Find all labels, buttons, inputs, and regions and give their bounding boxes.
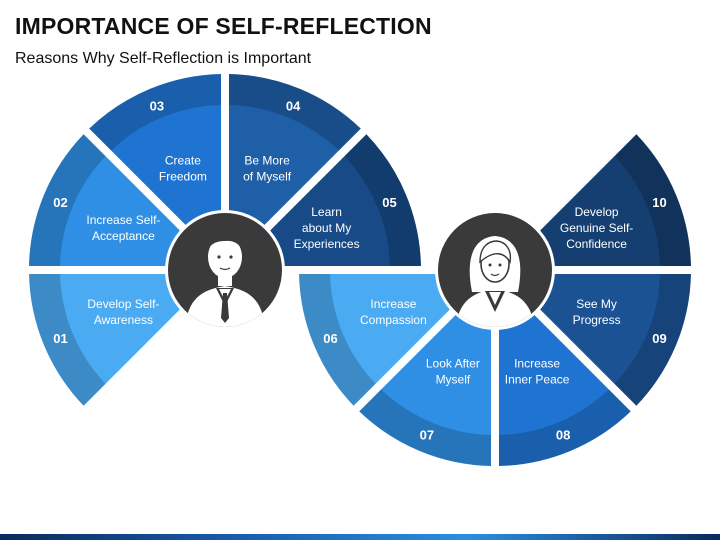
segment-03-label-line: Create <box>165 153 201 167</box>
segment-06-rim <box>299 274 376 406</box>
segment-10-label-line: Genuine Self- <box>560 221 633 235</box>
slide-title: IMPORTANCE OF SELF-REFLECTION <box>15 13 432 39</box>
segment-04-label-line: Be More <box>244 153 290 167</box>
segment-10-rim <box>614 134 691 266</box>
segment-09-number: 09 <box>652 331 666 346</box>
segment-07-label-line: Look After <box>426 357 480 371</box>
segment-07-rim <box>359 389 491 466</box>
segment-05 <box>270 134 421 266</box>
segment-03 <box>89 74 221 225</box>
segment-07-number: 07 <box>420 428 434 443</box>
segment-06 <box>299 274 450 406</box>
segment-01-number: 01 <box>53 331 67 346</box>
segment-10-label-line: Confidence <box>566 237 627 251</box>
segment-01-label-line: Awareness <box>94 313 153 327</box>
segment-02 <box>29 134 180 266</box>
segment-01-label-line: Develop Self- <box>87 297 159 311</box>
segment-07 <box>359 315 491 466</box>
segment-06-label-line: Compassion <box>360 313 427 327</box>
segment-10 <box>540 134 691 266</box>
segment-09-label-line: Progress <box>573 313 621 327</box>
segment-04 <box>229 74 361 225</box>
segment-01-rim <box>29 274 106 406</box>
segment-05-label-line: Learn <box>311 205 342 219</box>
segment-05-number: 05 <box>382 195 396 210</box>
businesswoman-icon <box>438 213 552 327</box>
segment-06-number: 06 <box>323 331 337 346</box>
segment-08-label-line: Inner Peace <box>505 373 570 387</box>
segment-05-label-line: Experiences <box>294 237 360 251</box>
segment-09 <box>540 274 691 406</box>
segment-08-label-line: Increase <box>514 357 560 371</box>
segment-08-number: 08 <box>556 428 570 443</box>
segment-10-label-line: Develop <box>575 205 619 219</box>
segment-05-rim <box>344 134 421 266</box>
segment-03-rim <box>89 74 221 151</box>
segment-02-number: 02 <box>53 195 67 210</box>
segment-02-label-line: Acceptance <box>92 229 155 243</box>
slide-subtitle: Reasons Why Self-Reflection is Important <box>15 50 312 67</box>
segment-03-label-line: Freedom <box>159 169 207 183</box>
segment-08-rim <box>499 389 631 466</box>
segment-04-number: 04 <box>286 99 301 114</box>
segment-10-number: 10 <box>652 195 666 210</box>
segment-06-label-line: Increase <box>370 297 416 311</box>
segment-05-label-line: about My <box>302 221 351 235</box>
segment-07-label-line: Myself <box>436 373 471 387</box>
segment-01 <box>29 274 180 406</box>
bottom-accent-bar <box>0 534 720 540</box>
segment-02-rim <box>29 134 106 266</box>
segments-layer <box>29 74 691 466</box>
segment-02-label-line: Increase Self- <box>86 213 160 227</box>
segment-04-rim <box>229 74 361 151</box>
segment-08 <box>499 315 631 466</box>
segment-09-label-line: See My <box>576 297 617 311</box>
segment-09-rim <box>614 274 691 406</box>
segment-03-number: 03 <box>150 99 164 114</box>
segment-04-label-line: of Myself <box>243 169 292 183</box>
businessman-icon <box>168 213 282 327</box>
